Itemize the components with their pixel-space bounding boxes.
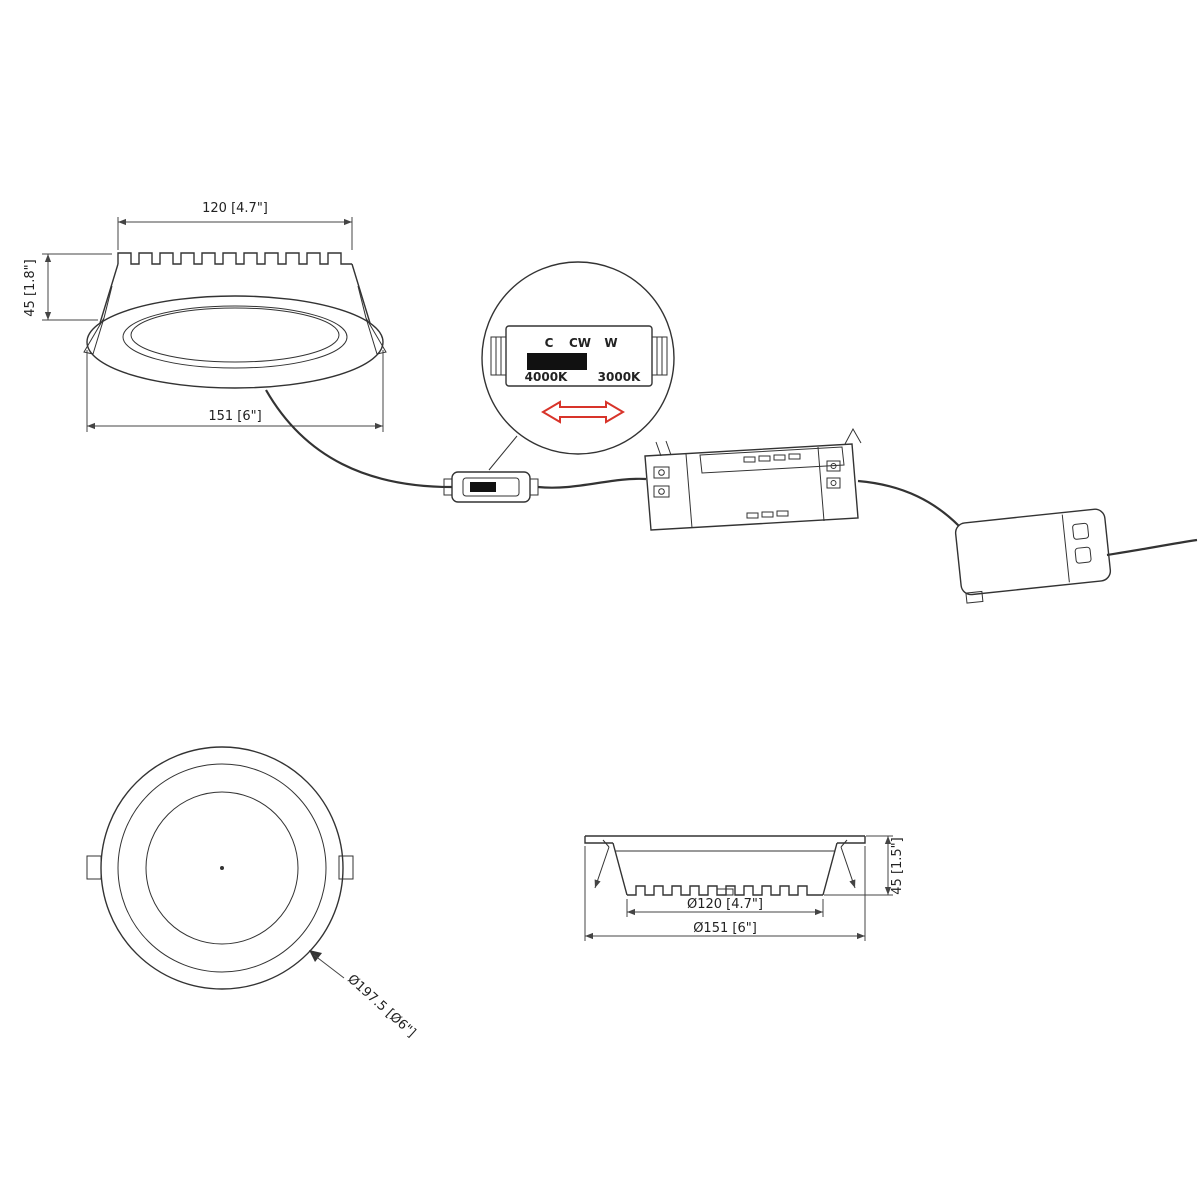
inline-cct-switch-face [462,477,520,497]
callout-leader-line [488,435,518,471]
driver-input-wires [655,440,672,457]
driver-terminal-right-1 [826,460,841,472]
temp-3000k-label: 3000K [598,370,641,384]
front-view-trim-circle [117,763,327,973]
driver-terminal-left-2 [653,485,670,498]
junction-box-body [954,508,1112,596]
section-clip-hook-left [602,839,610,848]
section-fins-profile [627,885,823,896]
body-side-right [351,263,371,324]
inline-cct-switch-body [451,471,531,503]
power-cable-out [1106,538,1198,557]
mounting-tab-right [338,855,354,880]
power-cable-switch-to-driver [537,477,647,489]
driver-body [644,443,859,531]
section-view: Ø120 [4.7"] Ø151 [6"] 45 [1.5"] [584,835,905,941]
terminal-screw [658,469,665,476]
driver-vent-slots [743,453,801,519]
callout-circle [481,261,675,455]
led-driver [644,427,960,531]
cct-switch-cap-right [651,336,668,376]
driver-terminal-left-1 [653,466,670,479]
junction-box [954,508,1198,604]
dim-recess-height-label: 45 [1.8"] [23,259,38,316]
cct-switch-cap-left [490,336,507,376]
terminal-screw [830,480,837,486]
junction-box-partition [1061,514,1070,583]
terminal-screw [658,488,665,495]
driver-left-divider [685,453,693,529]
trim-ring-inner [122,305,348,369]
extension-line [824,835,893,896]
dim-section-height-label: 45 [1.5"] [890,837,905,894]
section-body-left [612,842,628,896]
diameter-leader-line [313,954,345,979]
front-view: Ø197.5 [Ø6"] [86,746,418,1041]
cct-label-cw: CW [569,336,591,350]
dim-outer-diameter-label: Ø197.5 [Ø6"] [344,972,418,1041]
cct-slider-window [527,353,587,370]
cct-label-w: W [604,336,617,350]
section-body-right [822,842,838,896]
dim-top-width-label: 120 [4.7"] [202,201,268,216]
spring-clip-right [365,317,387,355]
dim-overall-diameter-label: Ø151 [6"] [693,921,757,936]
side-view: 120 [4.7"] 45 [1.8"] 151 [6"] [23,201,387,432]
center-mark [220,866,224,870]
knockout-top [1072,522,1090,540]
terminal-screw [830,463,837,469]
spring-clip-right-arm [357,285,367,319]
temp-4000k-label: 4000K [525,370,568,384]
driver-mounting-clip [844,427,862,445]
spring-clip-left-arm [103,285,113,319]
body-side-left [99,263,119,324]
power-cable-driver-to-box [857,479,960,527]
power-cable-fixture-to-switch [265,389,453,489]
spring-clip-left [83,317,105,355]
junction-box-rotated [954,508,1112,604]
inline-cct-switch-slider [470,482,496,492]
cct-detail-callout: C CW W 4000K 3000K [481,261,675,471]
heatsink-fins-profile [117,252,352,265]
driver-right-divider [817,446,825,522]
inline-switch-cap-right [529,478,539,496]
front-view-lens-circle [145,791,299,945]
section-spring-clip-left [594,846,610,889]
mounting-tab-left [86,855,102,880]
lens-edge [130,307,340,363]
section-clip-hook-right [840,839,848,848]
driver-terminal-right-2 [826,477,841,489]
section-center-tab [716,888,734,896]
knockout-bottom [1074,546,1092,564]
driver-label-panel [699,446,845,474]
junction-box-tab [965,590,984,604]
cct-switch-cap-right-ribs [656,337,663,375]
dim-overall-width-label: 151 [6"] [208,409,261,424]
cct-label-c: C [545,336,554,350]
cable-run [265,389,647,503]
cct-slide-arrow-icon [541,400,625,424]
trim-ring-outer [86,295,384,389]
section-spring-clip-right [840,846,856,889]
extension-line [584,846,866,941]
section-flange-edges [584,836,866,844]
cct-switch-cap-left-ribs [495,337,502,375]
dim-cutout-diameter-label: Ø120 [4.7"] [687,897,763,912]
